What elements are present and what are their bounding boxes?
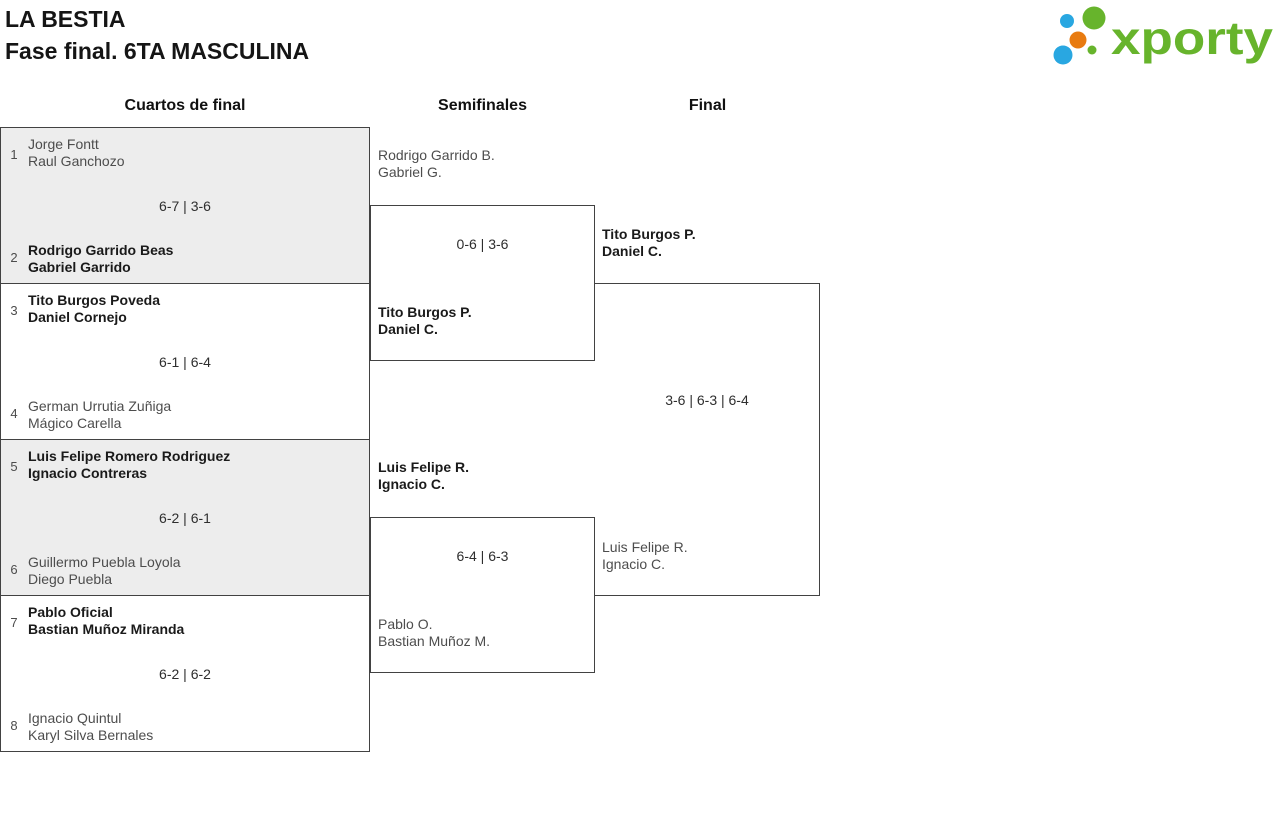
player-name: Guillermo Puebla Loyola	[28, 554, 181, 570]
player-name: Tito Burgos P.	[602, 226, 696, 242]
team-names: Rodrigo Garrido Beas Gabriel Garrido	[28, 242, 173, 276]
player-name: Luis Felipe Romero Rodriguez	[28, 448, 231, 464]
team-names: Ignacio Quintul Karyl Silva Bernales	[28, 710, 153, 744]
match-score: 6-1 | 6-4	[159, 354, 211, 370]
team-names: Tito Burgos P. Daniel C.	[602, 226, 696, 260]
team-names: Luis Felipe R. Ignacio C.	[602, 539, 688, 573]
player-name: Rodrigo Garrido B.	[378, 147, 495, 163]
logo-dot-orange	[1069, 31, 1087, 49]
team-names: Pablo O. Bastian Muñoz M.	[378, 616, 490, 650]
player-name: Tito Burgos P.	[378, 304, 472, 320]
seed-number: 2	[10, 250, 18, 265]
match-score: 6-4 | 6-3	[456, 548, 509, 564]
player-name: Luis Felipe R.	[602, 539, 688, 555]
player-name: Daniel C.	[378, 321, 438, 337]
team-names: Luis Felipe Romero Rodriguez Ignacio Con…	[28, 448, 230, 482]
match-score: 6-2 | 6-1	[159, 510, 211, 526]
player-name: Ignacio Contreras	[28, 465, 148, 481]
player-name: Gabriel Garrido	[28, 259, 131, 275]
seed-number: 6	[10, 562, 18, 577]
team-names: Jorge Fontt Raul Ganchozo	[28, 136, 125, 170]
column-header-semifinales: Semifinales	[438, 97, 527, 114]
team-names: German Urrutia Zuñiga Mágico Carella	[28, 398, 171, 432]
match-score: 0-6 | 3-6	[456, 236, 509, 252]
player-name: Diego Puebla	[28, 571, 113, 587]
logo-dot-green-small	[1087, 45, 1097, 55]
semifinal-match-2[interactable]: Luis Felipe R. Ignacio C. 6-4 | 6-3 Pabl…	[370, 459, 595, 673]
header: LA BESTIA Fase final. 6TA MASCULINA	[5, 3, 309, 67]
player-name: Gabriel G.	[378, 164, 442, 180]
quarterfinal-match-2[interactable]: 3 Tito Burgos Poveda Daniel Cornejo 6-1 …	[0, 283, 370, 440]
player-name: Mágico Carella	[28, 415, 122, 431]
player-name: Raul Ganchozo	[28, 153, 125, 169]
player-name: Ignacio Quintul	[28, 710, 122, 726]
player-name: Daniel C.	[602, 243, 662, 259]
player-name: Ignacio C.	[378, 476, 445, 492]
match-score: 6-2 | 6-2	[159, 666, 211, 682]
logo-dot-blue-small	[1060, 14, 1074, 28]
seed-number: 8	[10, 718, 18, 733]
page-title: LA BESTIA	[5, 6, 126, 32]
page-subtitle: Fase final. 6TA MASCULINA	[5, 38, 310, 64]
seed-number: 7	[10, 615, 18, 630]
logo-text: xporty	[1111, 12, 1273, 64]
player-name: Pablo O.	[378, 616, 433, 632]
quarterfinal-match-3[interactable]: 5 Luis Felipe Romero Rodriguez Ignacio C…	[0, 439, 370, 596]
player-name: German Urrutia Zuñiga	[28, 398, 172, 414]
logo-dot-blue-large	[1053, 45, 1073, 65]
player-name: Ignacio C.	[602, 556, 666, 572]
team-names: Luis Felipe R. Ignacio C.	[378, 459, 469, 493]
match-score: 6-7 | 3-6	[159, 198, 211, 214]
seed-number: 4	[10, 406, 18, 421]
quarterfinal-match-1[interactable]: 1 Jorge Fontt Raul Ganchozo 6-7 | 3-6 2 …	[0, 127, 370, 284]
seed-number: 5	[10, 459, 18, 474]
player-name: Pablo Oficial	[28, 604, 113, 620]
player-name: Luis Felipe R.	[378, 459, 470, 475]
team-names: Tito Burgos Poveda Daniel Cornejo	[28, 292, 160, 326]
xporty-logo[interactable]: xporty	[1045, 3, 1280, 73]
team-names: Rodrigo Garrido B. Gabriel G.	[378, 147, 495, 181]
team-names: Pablo Oficial Bastian Muñoz Miranda	[28, 604, 184, 638]
player-name: Bastian Muñoz Miranda	[28, 621, 185, 637]
final-match[interactable]: Tito Burgos P. Daniel C. 3-6 | 6-3 | 6-4…	[595, 226, 820, 596]
column-header-final: Final	[688, 97, 727, 114]
player-name: Tito Burgos Poveda	[28, 292, 160, 308]
logo-dot-green-large	[1082, 6, 1106, 30]
player-name: Bastian Muñoz M.	[378, 633, 491, 649]
team-names: Guillermo Puebla Loyola Diego Puebla	[28, 554, 181, 588]
player-name: Jorge Fontt	[28, 136, 99, 152]
player-name: Rodrigo Garrido Beas	[28, 242, 174, 258]
team-names: Tito Burgos P. Daniel C.	[378, 304, 472, 338]
quarterfinal-match-4[interactable]: 7 Pablo Oficial Bastian Muñoz Miranda 6-…	[0, 595, 370, 752]
column-header-cuartos: Cuartos de final	[124, 97, 246, 114]
seed-number: 1	[10, 147, 18, 162]
player-name: Daniel Cornejo	[28, 309, 127, 325]
player-name: Karyl Silva Bernales	[28, 727, 154, 743]
semifinal-match-1[interactable]: Rodrigo Garrido B. Gabriel G. 0-6 | 3-6 …	[370, 147, 595, 361]
match-score: 3-6 | 6-3 | 6-4	[665, 392, 749, 408]
seed-number: 3	[10, 303, 18, 318]
